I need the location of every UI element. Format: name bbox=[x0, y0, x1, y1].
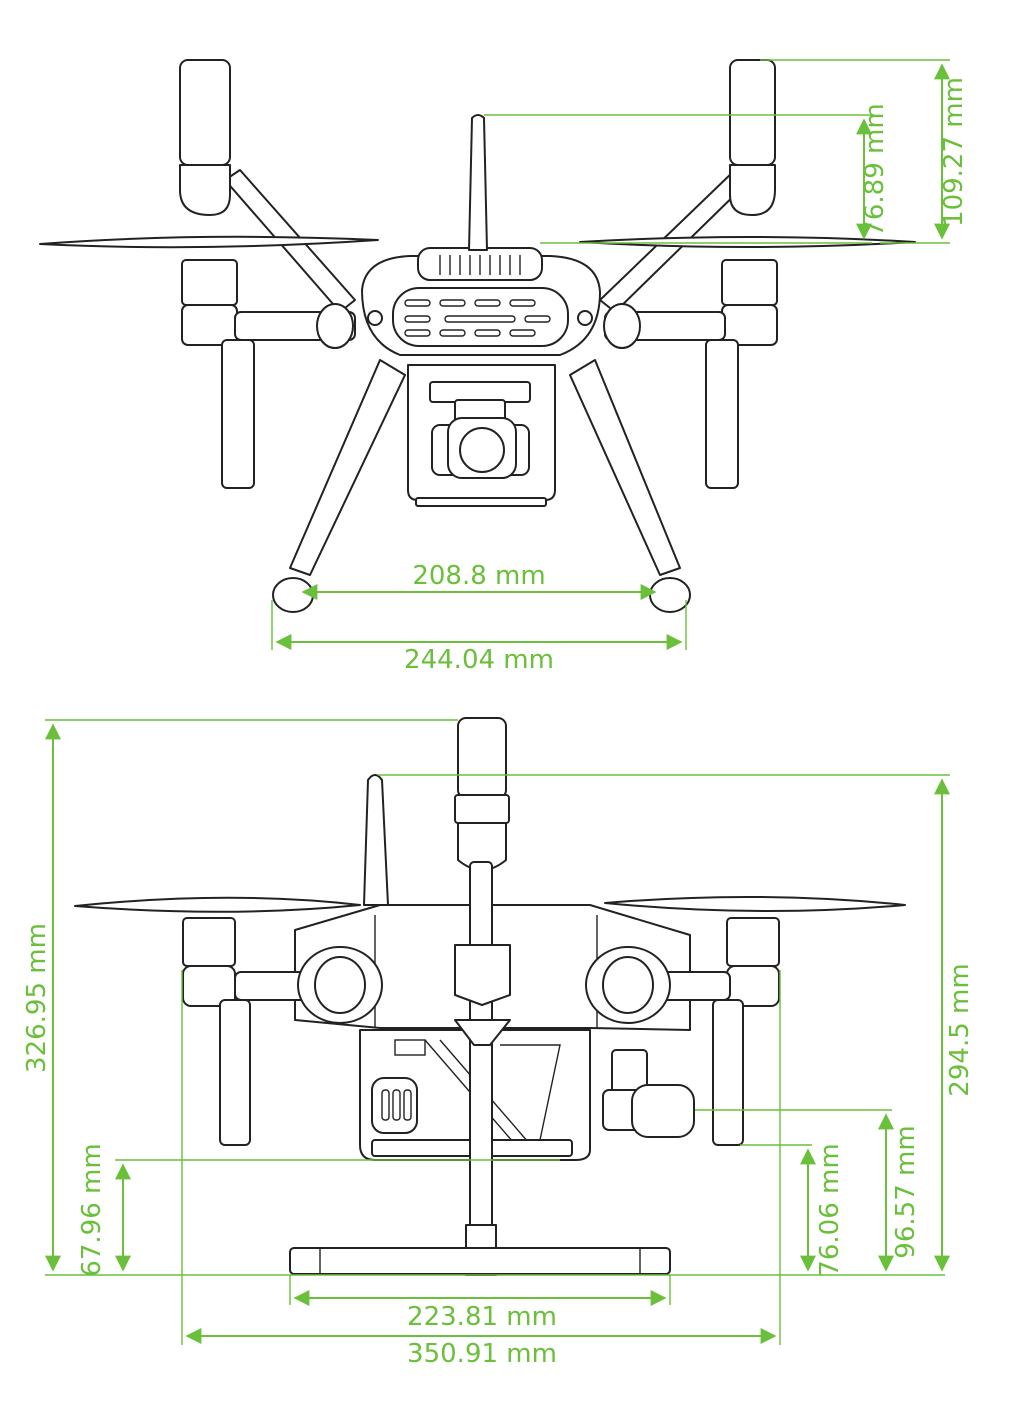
front-antenna-height-label: 76.89 mm bbox=[860, 103, 890, 236]
side-left-propeller bbox=[74, 896, 361, 913]
side-ground-clearance-label: 67.96 mm bbox=[77, 1143, 107, 1276]
front-left-lower-leg bbox=[221, 339, 255, 489]
side-left-lower-leg bbox=[219, 999, 251, 1146]
side-top-cylinder-band bbox=[454, 794, 510, 824]
front-left-top-cylinder bbox=[179, 59, 231, 166]
front-right-motor bbox=[721, 259, 778, 306]
front-right-lower-leg bbox=[705, 339, 739, 489]
front-inner-span-label: 208.8 mm bbox=[412, 561, 545, 591]
side-right-lower-leg bbox=[712, 999, 744, 1146]
vent-slot-3 bbox=[403, 1089, 412, 1121]
front-outer-span-label: 244.04 mm bbox=[404, 645, 554, 675]
front-right-top-cylinder bbox=[729, 59, 776, 166]
front-left-propeller bbox=[39, 235, 379, 249]
front-left-screw bbox=[367, 310, 383, 326]
side-camera bbox=[631, 1084, 695, 1138]
front-right-propeller bbox=[579, 236, 916, 248]
front-left-top-elbow bbox=[179, 164, 231, 216]
front-right-foot bbox=[649, 577, 691, 613]
front-right-screw bbox=[577, 310, 593, 326]
front-box-bottom bbox=[415, 497, 547, 507]
side-body-bottom-label: 76.06 mm bbox=[815, 1143, 845, 1276]
side-frame-height-label: 294.5 mm bbox=[945, 963, 975, 1096]
side-view-dimensions bbox=[45, 719, 950, 1345]
front-view-dimensions bbox=[271, 59, 950, 650]
side-skid-width-label: 223.81 mm bbox=[407, 1302, 557, 1332]
side-antenna bbox=[363, 774, 389, 906]
front-top-height-label: 109.27 mm bbox=[939, 77, 969, 227]
front-left-foot bbox=[272, 577, 314, 613]
front-body-grille bbox=[392, 287, 569, 347]
front-right-hub bbox=[603, 303, 641, 349]
front-right-leg bbox=[569, 359, 681, 576]
side-right-motor bbox=[726, 917, 780, 967]
front-grille-slots bbox=[404, 299, 551, 337]
front-right-top-elbow bbox=[729, 164, 776, 216]
side-view-drone bbox=[74, 717, 906, 1276]
side-mast-clamp bbox=[454, 944, 511, 1006]
front-left-leg bbox=[289, 359, 406, 576]
front-view-drone bbox=[39, 59, 916, 613]
side-right-hub-inner bbox=[602, 956, 654, 1014]
side-left-hub-inner bbox=[314, 956, 366, 1014]
side-center-mast bbox=[469, 861, 493, 1258]
side-right-propeller bbox=[604, 895, 906, 913]
vent-slot-2 bbox=[392, 1089, 401, 1121]
front-left-hub bbox=[316, 303, 354, 349]
side-payload-label bbox=[394, 1039, 426, 1056]
front-camera-lens bbox=[459, 427, 505, 473]
side-gimbal-height-label: 96.57 mm bbox=[891, 1125, 921, 1258]
side-total-height-label: 326.95 mm bbox=[22, 923, 52, 1073]
side-top-cylinder bbox=[457, 717, 507, 799]
side-mast-joint bbox=[454, 1019, 511, 1046]
front-center-antenna bbox=[468, 114, 488, 251]
side-total-width-label: 350.91 mm bbox=[407, 1339, 557, 1369]
vent-slot-1 bbox=[381, 1089, 390, 1121]
front-left-motor bbox=[181, 259, 238, 306]
side-skid-bar bbox=[289, 1247, 671, 1275]
front-vent-fins bbox=[439, 255, 521, 275]
side-battery-vent bbox=[371, 1077, 418, 1134]
side-left-motor bbox=[182, 917, 236, 967]
